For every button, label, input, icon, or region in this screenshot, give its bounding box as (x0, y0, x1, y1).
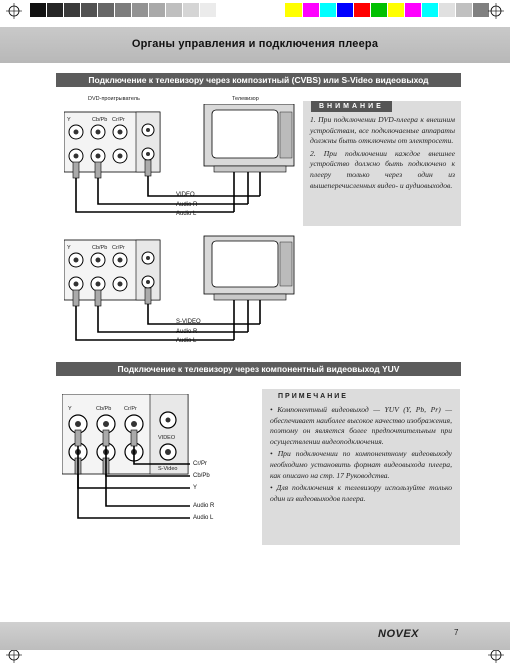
color-swatch (268, 3, 286, 17)
footer-band (0, 622, 510, 650)
color-swatch (64, 3, 82, 17)
note-item: • Для подключения к телевизору используй… (270, 483, 453, 503)
section-title-composite: Подключение к телевизору через композитн… (56, 73, 461, 87)
registration-mark-icon (6, 3, 22, 19)
color-swatch (251, 3, 269, 17)
jack-label: Cb/Pb (92, 117, 108, 123)
color-swatch (353, 3, 371, 17)
jack-label: Y (68, 406, 72, 412)
attention-note: ВНИМАНИЕ 1. При подключении DVD-плеера к… (303, 101, 461, 226)
color-swatch (421, 3, 439, 17)
color-swatch (404, 3, 422, 17)
color-swatch (302, 3, 320, 17)
color-swatch (183, 3, 201, 17)
component-connection-diagram (62, 394, 190, 519)
color-swatch (336, 3, 354, 17)
attention-item: 1. При подключении DVD-плеера к внешним … (310, 115, 455, 146)
jack-label: Cr/Pr (112, 117, 125, 123)
cable-label: Cr/Pr (193, 461, 207, 467)
brand-logo: NOVEX (378, 628, 420, 640)
cable-label: S-VIDEO (176, 319, 201, 325)
composite-connection-diagram (64, 104, 295, 213)
cable-label: Audio R (193, 503, 215, 509)
color-swatch (234, 3, 252, 17)
cable-label: Y (193, 485, 198, 491)
color-swatch (387, 3, 405, 17)
color-swatch (285, 3, 303, 17)
cable-label: VIDEO (176, 192, 195, 198)
dvd-player-label: DVD-проигрыватель (88, 96, 140, 102)
cable-label: Audio L (193, 515, 214, 521)
color-swatch (217, 3, 235, 17)
cable-label: Audio L (176, 211, 197, 217)
note-text: • Компонентный видеовыход — YUV (Y, Pb, … (270, 405, 452, 506)
jack-label: Cb/Pb (92, 245, 108, 251)
jack-label: Y (67, 245, 71, 251)
svideo-jack-label: S-Video (158, 466, 178, 472)
color-swatch (166, 3, 184, 17)
attention-heading: ВНИМАНИЕ (311, 101, 392, 112)
component-note: ПРИМЕЧАНИЕ • Компонентный видеовыход — Y… (262, 389, 460, 545)
color-swatch (319, 3, 337, 17)
section-title-component: Подключение к телевизору через компонент… (56, 362, 461, 376)
note-item: • Компонентный видеовыход — YUV (Y, Pb, … (270, 405, 452, 446)
color-swatch (30, 3, 48, 17)
attention-text: 1. При подключении DVD-плеера к внешним … (310, 115, 455, 193)
cable-label: Audio R (176, 202, 198, 208)
video-jack-label: VIDEO (158, 435, 176, 441)
registration-mark-icon (488, 3, 504, 19)
color-swatch (438, 3, 456, 17)
jack-label: Cr/Pr (112, 245, 125, 251)
cable-label: Audio L (176, 338, 197, 344)
header-band (0, 27, 510, 63)
cable-label: Cb/Pb (193, 473, 210, 479)
jack-label: Cr/Pr (124, 406, 137, 412)
color-swatch (98, 3, 116, 17)
color-swatch (47, 3, 65, 17)
color-swatch (81, 3, 99, 17)
color-swatch (115, 3, 133, 17)
page-title: Органы управления и подключения плеера (131, 38, 379, 50)
tv-label: Телевизор (232, 96, 259, 102)
cable-label: Audio R (176, 329, 198, 335)
color-swatch (149, 3, 167, 17)
page-number: 7 (454, 628, 459, 637)
svideo-connection-diagram (64, 235, 295, 341)
note-heading: ПРИМЕЧАНИЕ (278, 393, 348, 400)
jack-label: Cb/Pb (96, 406, 112, 412)
jack-label: Y (67, 117, 71, 123)
note-item: • При подключении по компонентному видео… (270, 449, 452, 480)
color-swatch (472, 3, 490, 17)
color-swatch (132, 3, 150, 17)
attention-item: 2. При подключении каждое внешнее устрой… (310, 148, 455, 190)
color-swatch (455, 3, 473, 17)
color-calibration-strip (30, 3, 490, 17)
color-swatch (200, 3, 218, 17)
color-swatch (370, 3, 388, 17)
